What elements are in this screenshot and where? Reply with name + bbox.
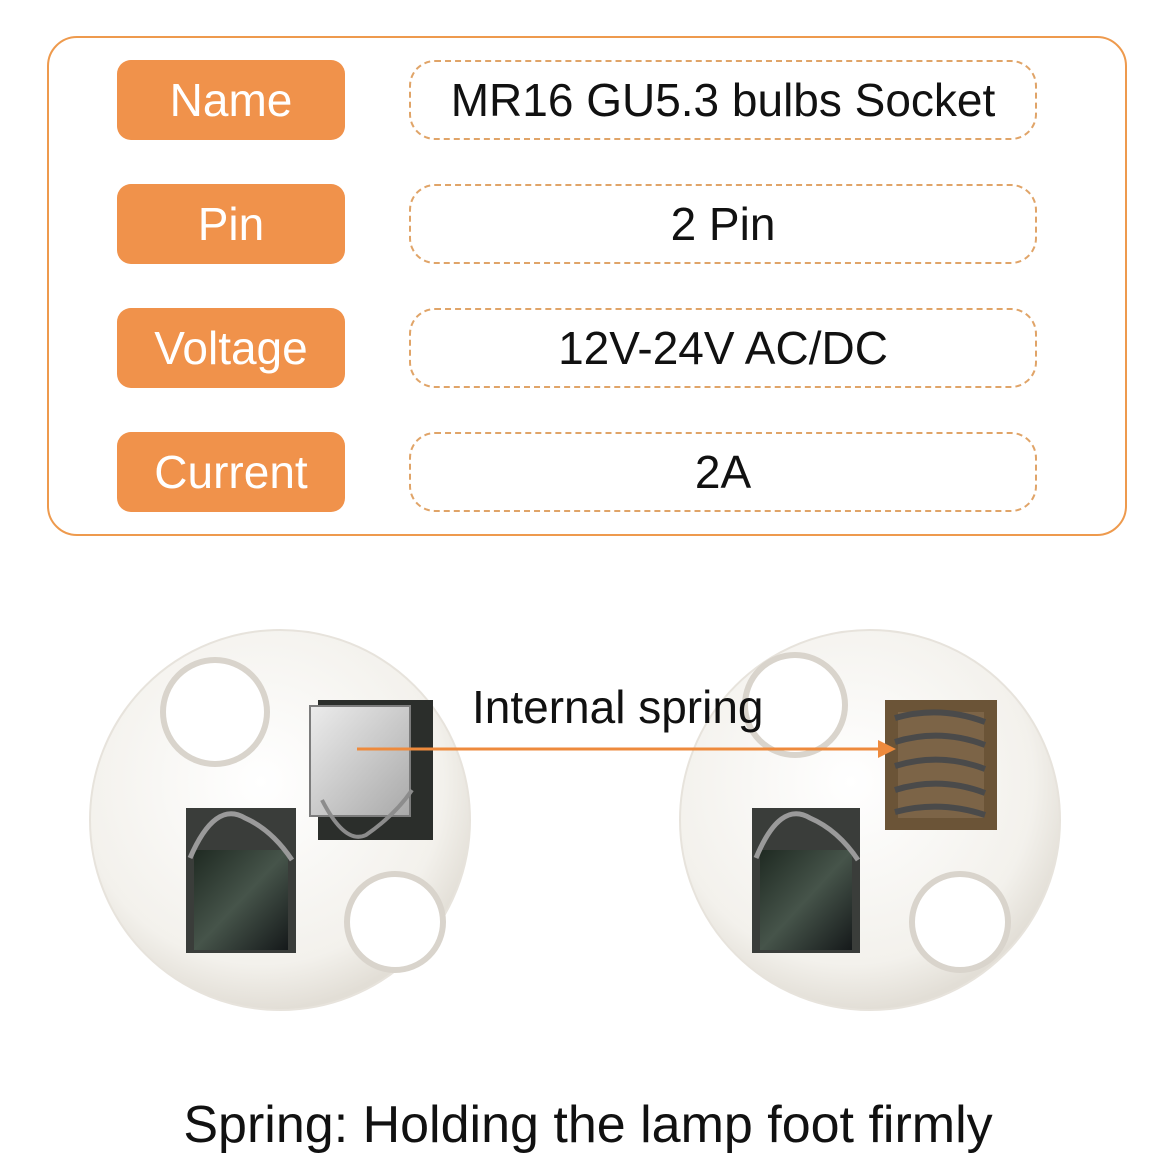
spec-value: 2 Pin	[409, 184, 1037, 264]
spec-value: 12V-24V AC/DC	[409, 308, 1037, 388]
socket-photo	[89, 629, 1061, 1011]
spec-value: MR16 GU5.3 bulbs Socket	[409, 60, 1037, 140]
internal-spring-label: Internal spring	[472, 681, 764, 733]
spec-label: Pin	[117, 184, 345, 264]
spring-coils	[894, 709, 987, 818]
spec-label: Voltage	[117, 308, 345, 388]
spec-label: Current	[117, 432, 345, 512]
spec-row-pin: Pin 2 Pin	[117, 184, 1042, 266]
left-socket	[89, 629, 471, 1011]
spec-label: Name	[117, 60, 345, 140]
spec-row-voltage: Voltage 12V-24V AC/DC	[117, 308, 1042, 390]
right-socket	[679, 629, 1061, 1011]
caption: Spring: Holding the lamp foot firmly	[183, 1096, 993, 1154]
spec-row-current: Current 2A	[117, 432, 1042, 514]
spec-panel: Name MR16 GU5.3 bulbs Socket Pin 2 Pin V…	[47, 36, 1127, 536]
spec-row-name: Name MR16 GU5.3 bulbs Socket	[117, 60, 1042, 142]
spec-value: 2A	[409, 432, 1037, 512]
arrow-icon	[357, 740, 896, 758]
